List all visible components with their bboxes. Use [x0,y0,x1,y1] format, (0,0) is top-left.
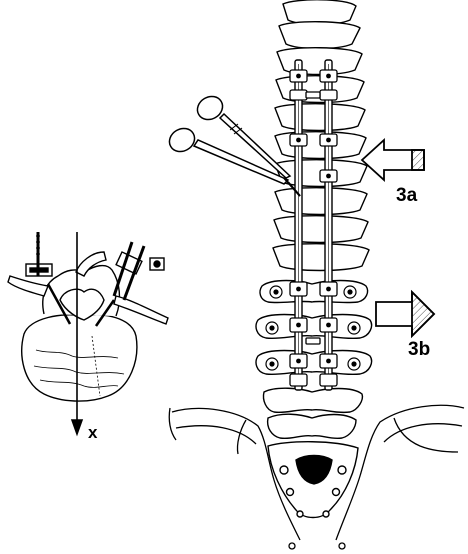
label-3b: 3b [408,339,431,360]
lumbar-vertebrae [255,279,373,440]
x-axis-arrow [70,232,84,437]
clamp-bolts [296,73,331,364]
lumbar-plates [265,285,361,371]
arrow-3b-icon [375,289,436,339]
arrow-3a-icon [360,137,425,183]
vertebral-column [255,0,373,519]
forceps-icon [168,95,301,197]
label-3a: 3a [396,185,418,206]
label-x-axis: x [88,423,98,442]
axial-vertebra-view [7,232,169,402]
pelvis [168,404,465,550]
